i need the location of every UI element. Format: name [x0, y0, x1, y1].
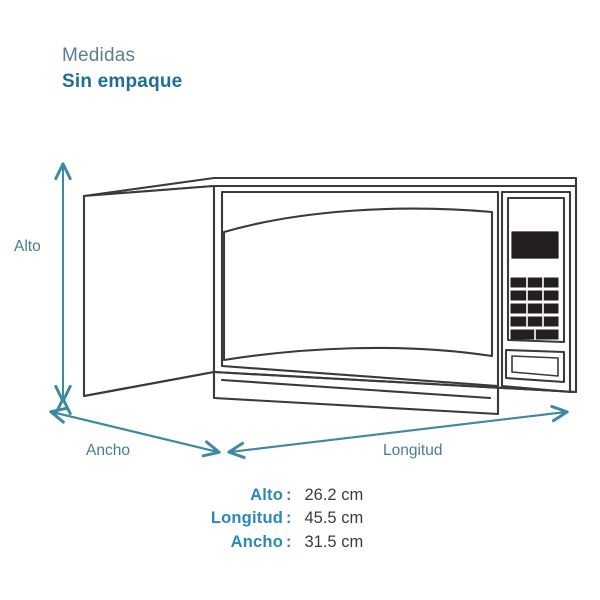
digital-display: [511, 231, 559, 259]
body-front-face: [212, 184, 578, 394]
legend-key: Ancho: [230, 532, 283, 551]
body-bottom-edge: [212, 370, 578, 394]
door-handle-bar-inner: [220, 378, 492, 400]
latch-button-inner: [511, 355, 559, 377]
legend-key: Longitud: [210, 509, 283, 528]
legend-colon: :: [286, 532, 292, 551]
legend-row: Ancho: 31.5 cm: [0, 531, 600, 554]
legend-row: Alto: 26.2 cm: [0, 484, 600, 507]
legend-value: 31.5 cm: [304, 532, 364, 551]
legend-colon: :: [286, 509, 292, 528]
dimension-label-ancho: Ancho: [86, 442, 130, 459]
measurement-legend: Alto: 26.2 cm Longitud: 45.5 cm Ancho: 3…: [0, 484, 600, 554]
body-bottom-foot: [82, 370, 216, 398]
page-title: Medidas Sin empaque: [62, 44, 182, 95]
keypad-buttons: [510, 277, 559, 340]
control-panel: [500, 190, 572, 394]
page-title-secondary: Sin empaque: [62, 71, 183, 93]
latch-button: [504, 348, 566, 384]
legend-colon: :: [286, 486, 292, 504]
legend-row: Longitud: 45.5 cm: [0, 507, 600, 530]
legend-value: 26.2 cm: [304, 486, 364, 504]
page-title-primary: Medidas: [62, 45, 136, 66]
dimension-label-longitud: Longitud: [383, 442, 443, 459]
body-left-side: [82, 184, 216, 398]
legend-value: 45.5 cm: [304, 509, 364, 528]
dimension-label-alto: Alto: [14, 238, 41, 255]
door-handle-bar: [212, 370, 500, 416]
control-panel-inner: [506, 196, 566, 344]
door-window: [222, 207, 494, 362]
microwave-illustration: [82, 176, 578, 416]
legend-key: Alto: [250, 486, 283, 504]
